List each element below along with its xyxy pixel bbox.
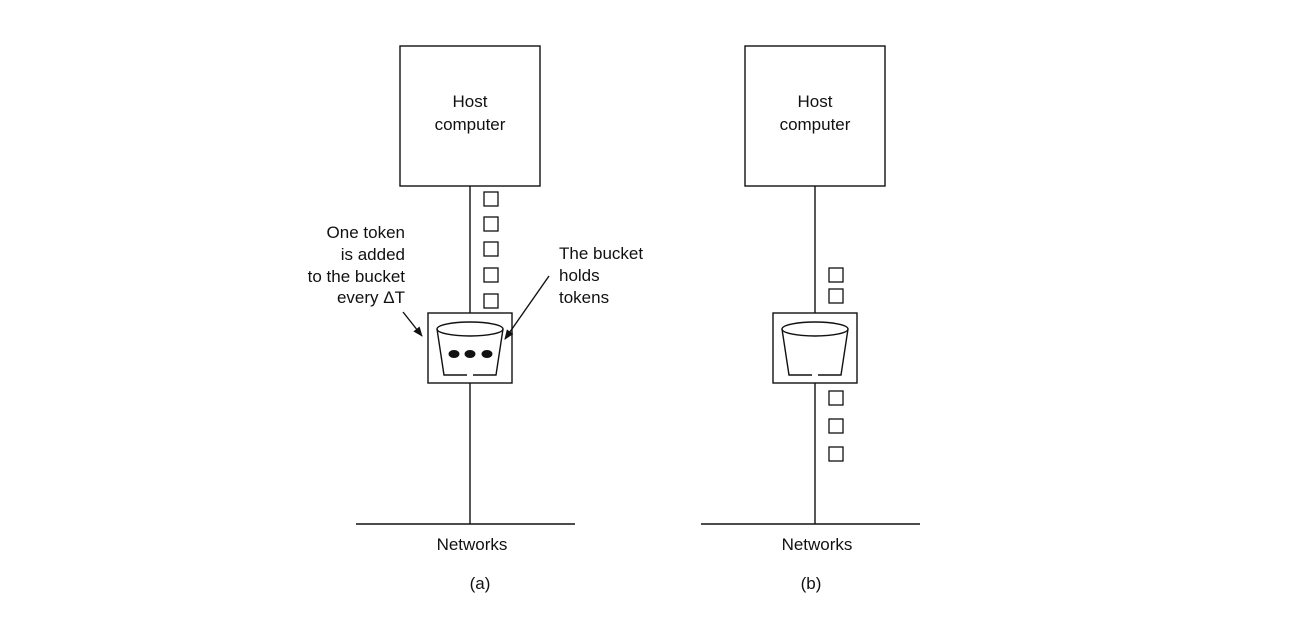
bucket-frame-a [427, 312, 513, 384]
annotation-left-line1: One token [327, 223, 405, 242]
host-computer-box-a [399, 45, 541, 187]
caption-a: (a) [470, 574, 491, 593]
packet-a-4 [483, 267, 499, 283]
packet-b-1 [828, 267, 844, 283]
token-a-3 [481, 350, 493, 358]
host-label-line1-b: Host [798, 92, 833, 111]
bucket-frame-b [772, 312, 858, 384]
packet-b-4 [828, 418, 844, 434]
host-label-line2-a: computer [435, 115, 506, 134]
packet-queue-below-b [828, 390, 844, 462]
packet-a-3 [483, 241, 499, 257]
host-computer-box-b [744, 45, 886, 187]
annotation-token-added: One token is added to the bucket every Δ… [308, 223, 423, 337]
network-label-a: Networks [437, 535, 508, 554]
panel-b: Host computer Networks (b) [701, 45, 920, 593]
packet-a-1 [483, 191, 499, 207]
packet-a-2 [483, 216, 499, 232]
annotation-right-line3: tokens [559, 288, 609, 307]
annotation-right-line1: The bucket [559, 244, 643, 263]
token-a-2 [464, 350, 476, 358]
network-label-b: Networks [782, 535, 853, 554]
token-a-1 [448, 350, 460, 358]
packet-a-5 [483, 293, 499, 309]
tokens-a [448, 350, 493, 358]
packet-queue-above-b [828, 267, 844, 304]
packet-b-2 [828, 288, 844, 304]
annotation-left-line4: every ΔT [337, 288, 405, 307]
host-label-line1-a: Host [453, 92, 488, 111]
packet-b-3 [828, 390, 844, 406]
caption-b: (b) [801, 574, 822, 593]
host-label-line2-b: computer [780, 115, 851, 134]
annotation-bucket-holds: The bucket holds tokens [504, 244, 643, 340]
panel-a: Host computer Networks (a) One token is [308, 45, 643, 593]
packet-b-5 [828, 446, 844, 462]
annotation-right-line2: holds [559, 266, 600, 285]
arrow-token-added [402, 311, 423, 337]
annotation-left-line2: is added [341, 245, 405, 264]
packet-queue-above-a [483, 191, 499, 309]
arrow-bucket-holds [504, 275, 550, 340]
annotation-left-line3: to the bucket [308, 267, 406, 286]
